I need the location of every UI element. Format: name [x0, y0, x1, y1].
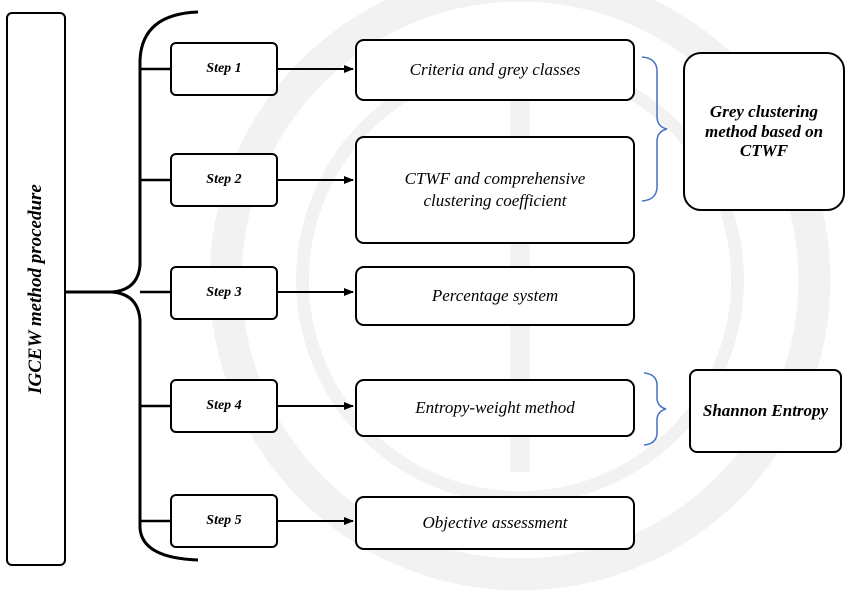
step-5-box: Step 5: [170, 494, 278, 548]
step-4-description: Entropy-weight method: [415, 397, 575, 417]
step-3-description-box: Percentage system: [355, 266, 635, 326]
step-4-box: Step 4: [170, 379, 278, 433]
grey-clustering-box: Grey clustering method based on CTWF: [683, 52, 845, 211]
step-5-label: Step 5: [206, 513, 242, 528]
step-4-label: Step 4: [206, 398, 242, 413]
procedure-label-box: IGCEW method procedure: [6, 12, 66, 566]
step-1-box: Step 1: [170, 42, 278, 96]
step-1-description-box: Criteria and grey classes: [355, 39, 635, 101]
step-3-label: Step 3: [206, 285, 242, 300]
grey-clustering-label: Grey clustering method based on CTWF: [704, 102, 824, 161]
step-5-description-box: Objective assessment: [355, 496, 635, 550]
step-3-description: Percentage system: [431, 285, 559, 305]
shannon-group-brace: [643, 372, 667, 446]
shannon-entropy-box: Shannon Entropy: [689, 369, 842, 453]
step-3-box: Step 3: [170, 266, 278, 320]
step-2-label: Step 2: [206, 172, 242, 187]
grey-group-brace: [641, 56, 668, 202]
procedure-label: IGCEW method procedure: [25, 184, 47, 394]
step-5-description: Objective assessment: [422, 512, 568, 532]
step-2-description-box: CTWF and comprehensive clustering coeffi…: [355, 136, 635, 244]
diagram-lines: [65, 10, 668, 562]
step-2-description: CTWF and comprehensive clustering coeffi…: [404, 168, 586, 210]
shannon-entropy-label: Shannon Entropy: [702, 401, 829, 421]
step-4-description-box: Entropy-weight method: [355, 379, 635, 437]
step-1-label: Step 1: [206, 61, 242, 76]
step-2-box: Step 2: [170, 153, 278, 207]
step-1-description: Criteria and grey classes: [409, 59, 581, 79]
